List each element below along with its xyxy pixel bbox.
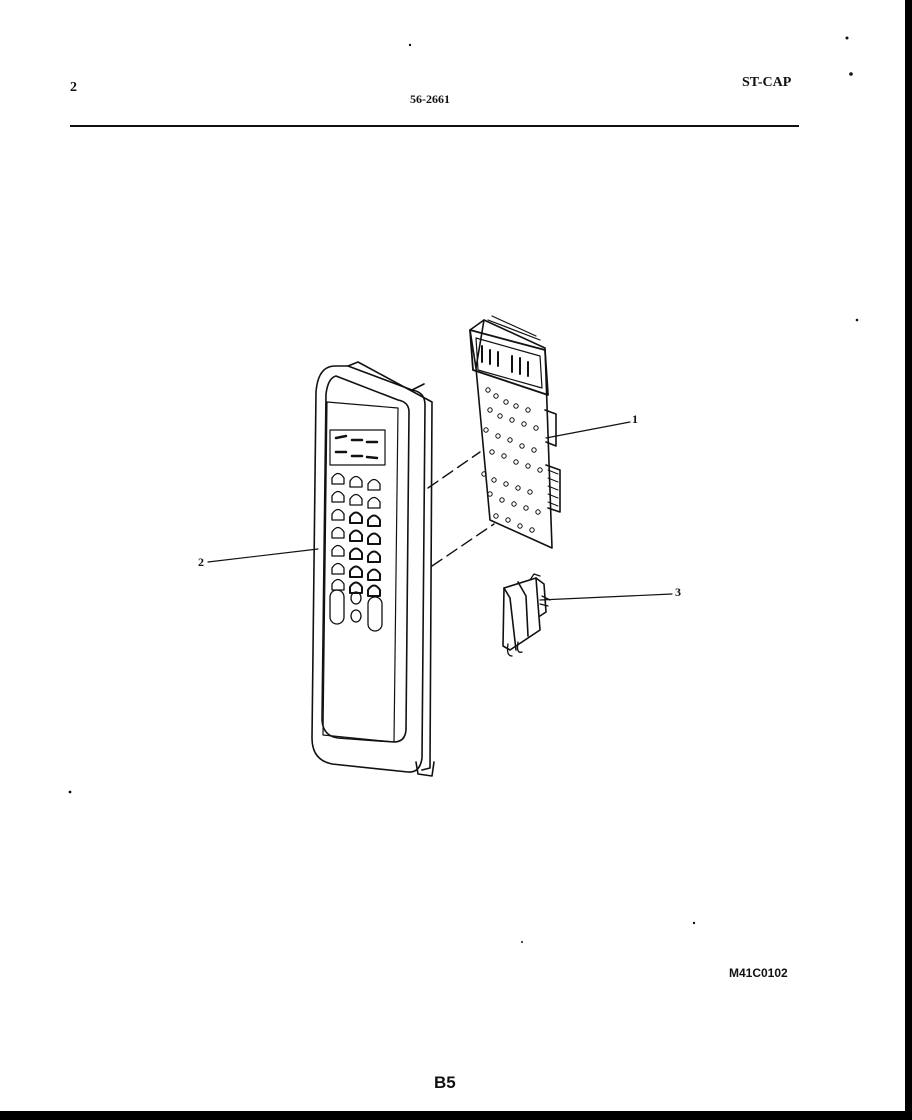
keypad-key <box>349 581 363 594</box>
pcb-component <box>513 403 519 409</box>
pcb-component <box>505 517 511 523</box>
keypad-key <box>367 514 381 527</box>
keypad-key <box>349 511 363 524</box>
scan-specks <box>68 36 859 943</box>
pcb-component <box>521 421 527 427</box>
control-panel-housing <box>311 361 435 777</box>
keypad-key <box>349 547 363 560</box>
keypad-key <box>349 493 363 506</box>
pcb-component <box>525 463 531 469</box>
pcb-component <box>517 523 523 529</box>
pcb-component <box>491 477 497 483</box>
pcb-component <box>535 509 541 515</box>
circuit-board-components <box>481 387 543 533</box>
pcb-component <box>533 425 539 431</box>
callout-2: 2 <box>198 555 204 569</box>
pcb-component <box>537 467 543 473</box>
keypad-key <box>367 568 381 581</box>
control-circuit-board <box>469 315 561 549</box>
model-code: ST-CAP <box>742 75 792 90</box>
callout-3: 3 <box>675 585 681 599</box>
assembly-guide-lines <box>427 451 495 567</box>
callout-1: 1 <box>632 412 638 426</box>
panel-large-pads <box>329 589 383 632</box>
pcb-component <box>487 407 493 413</box>
keypad-key <box>331 508 345 521</box>
pcb-component <box>483 427 489 433</box>
pcb-component <box>519 443 525 449</box>
keypad-key <box>367 496 381 509</box>
callout-leader-lines <box>207 421 673 601</box>
keypad-key <box>331 490 345 503</box>
pcb-component <box>527 489 533 495</box>
pcb-component <box>485 387 491 393</box>
pcb-component <box>525 407 531 413</box>
drawing-id: M41C0102 <box>729 966 788 980</box>
pcb-component <box>493 393 499 399</box>
panel-keypad <box>331 472 381 597</box>
pcb-component <box>513 459 519 465</box>
pcb-component <box>481 471 487 477</box>
pcb-component <box>495 433 501 439</box>
page-number: 2 <box>70 80 77 95</box>
keypad-key <box>367 550 381 563</box>
relay-switch <box>502 573 551 657</box>
pcb-component <box>499 497 505 503</box>
pcb-component <box>497 413 503 419</box>
pcb-component <box>503 481 509 487</box>
panel-display-window <box>329 429 386 466</box>
header-rule <box>70 125 799 127</box>
keypad-key <box>367 532 381 545</box>
pcb-component <box>523 505 529 511</box>
keypad-key <box>331 578 345 591</box>
page-reference: B5 <box>434 1073 456 1092</box>
pcb-component <box>493 513 499 519</box>
pcb-component <box>509 417 515 423</box>
pcb-component <box>531 447 537 453</box>
pcb-component <box>507 437 513 443</box>
keypad-key <box>349 565 363 578</box>
pcb-component <box>503 399 509 405</box>
keypad-key <box>367 478 381 491</box>
pcb-component <box>511 501 517 507</box>
document-number: 56-2661 <box>410 92 450 106</box>
keypad-key <box>331 562 345 575</box>
circuit-board-display-digits <box>481 345 529 377</box>
keypad-key <box>349 475 363 488</box>
pcb-component <box>529 527 535 533</box>
keypad-key <box>331 472 345 485</box>
keypad-key <box>331 526 345 539</box>
keypad-key <box>367 584 381 597</box>
pcb-component <box>515 485 521 491</box>
pcb-component <box>501 453 507 459</box>
pcb-component <box>489 449 495 455</box>
pcb-component <box>487 491 493 497</box>
keypad-key <box>349 529 363 542</box>
keypad-key <box>331 544 345 557</box>
